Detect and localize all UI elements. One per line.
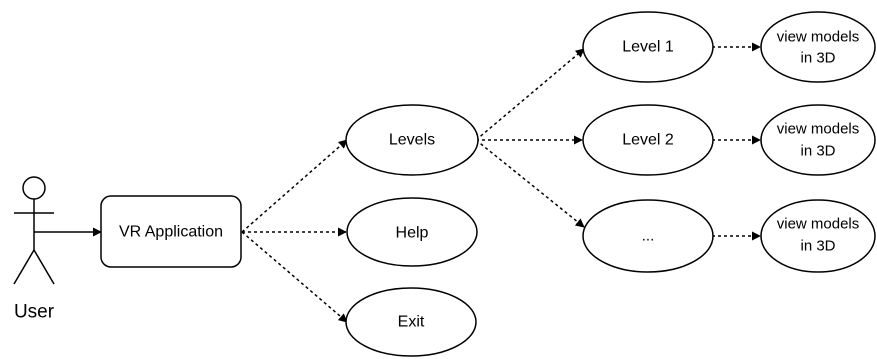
view-models-1-line2: in 3D [800, 50, 835, 67]
view-models-3-use-case: view models in 3D [760, 199, 876, 273]
level-1-use-case: Level 1 [582, 11, 714, 83]
exit-use-case: Exit [345, 287, 477, 357]
user-actor: User [13, 176, 55, 323]
help-use-case: Help [346, 197, 478, 267]
view-models-3-line1: view models [777, 216, 860, 233]
view-models-1-use-case: view models in 3D [760, 11, 876, 83]
level-more-label: ... [642, 228, 655, 245]
edge-vr-exit [241, 231, 348, 323]
level-1-label: Level 1 [622, 39, 674, 56]
edge-levels-level1 [475, 48, 585, 141]
level-2-use-case: Level 2 [582, 104, 714, 176]
vr-application-node: VR Application [100, 195, 242, 268]
levels-label: Levels [389, 132, 435, 149]
view-models-2-use-case: view models in 3D [760, 104, 876, 176]
view-models-3-line2: in 3D [800, 238, 835, 255]
actor-head [22, 176, 46, 200]
edge-levels-more [475, 139, 585, 228]
help-label: Help [396, 225, 429, 242]
exit-label: Exit [398, 314, 425, 331]
actor-left-leg [13, 249, 35, 285]
level-more-use-case: ... [582, 199, 714, 273]
connectors [34, 42, 761, 323]
edge-vr-levels [241, 139, 348, 233]
actor-label: User [14, 302, 55, 323]
actor-right-leg [33, 249, 55, 285]
view-models-2-line2: in 3D [800, 143, 835, 160]
view-models-1-line1: view models [777, 29, 860, 46]
vr-application-label: VR Application [119, 224, 223, 241]
level-2-label: Level 2 [622, 132, 674, 149]
view-models-2-line1: view models [777, 121, 860, 138]
levels-use-case: Levels [345, 104, 479, 176]
